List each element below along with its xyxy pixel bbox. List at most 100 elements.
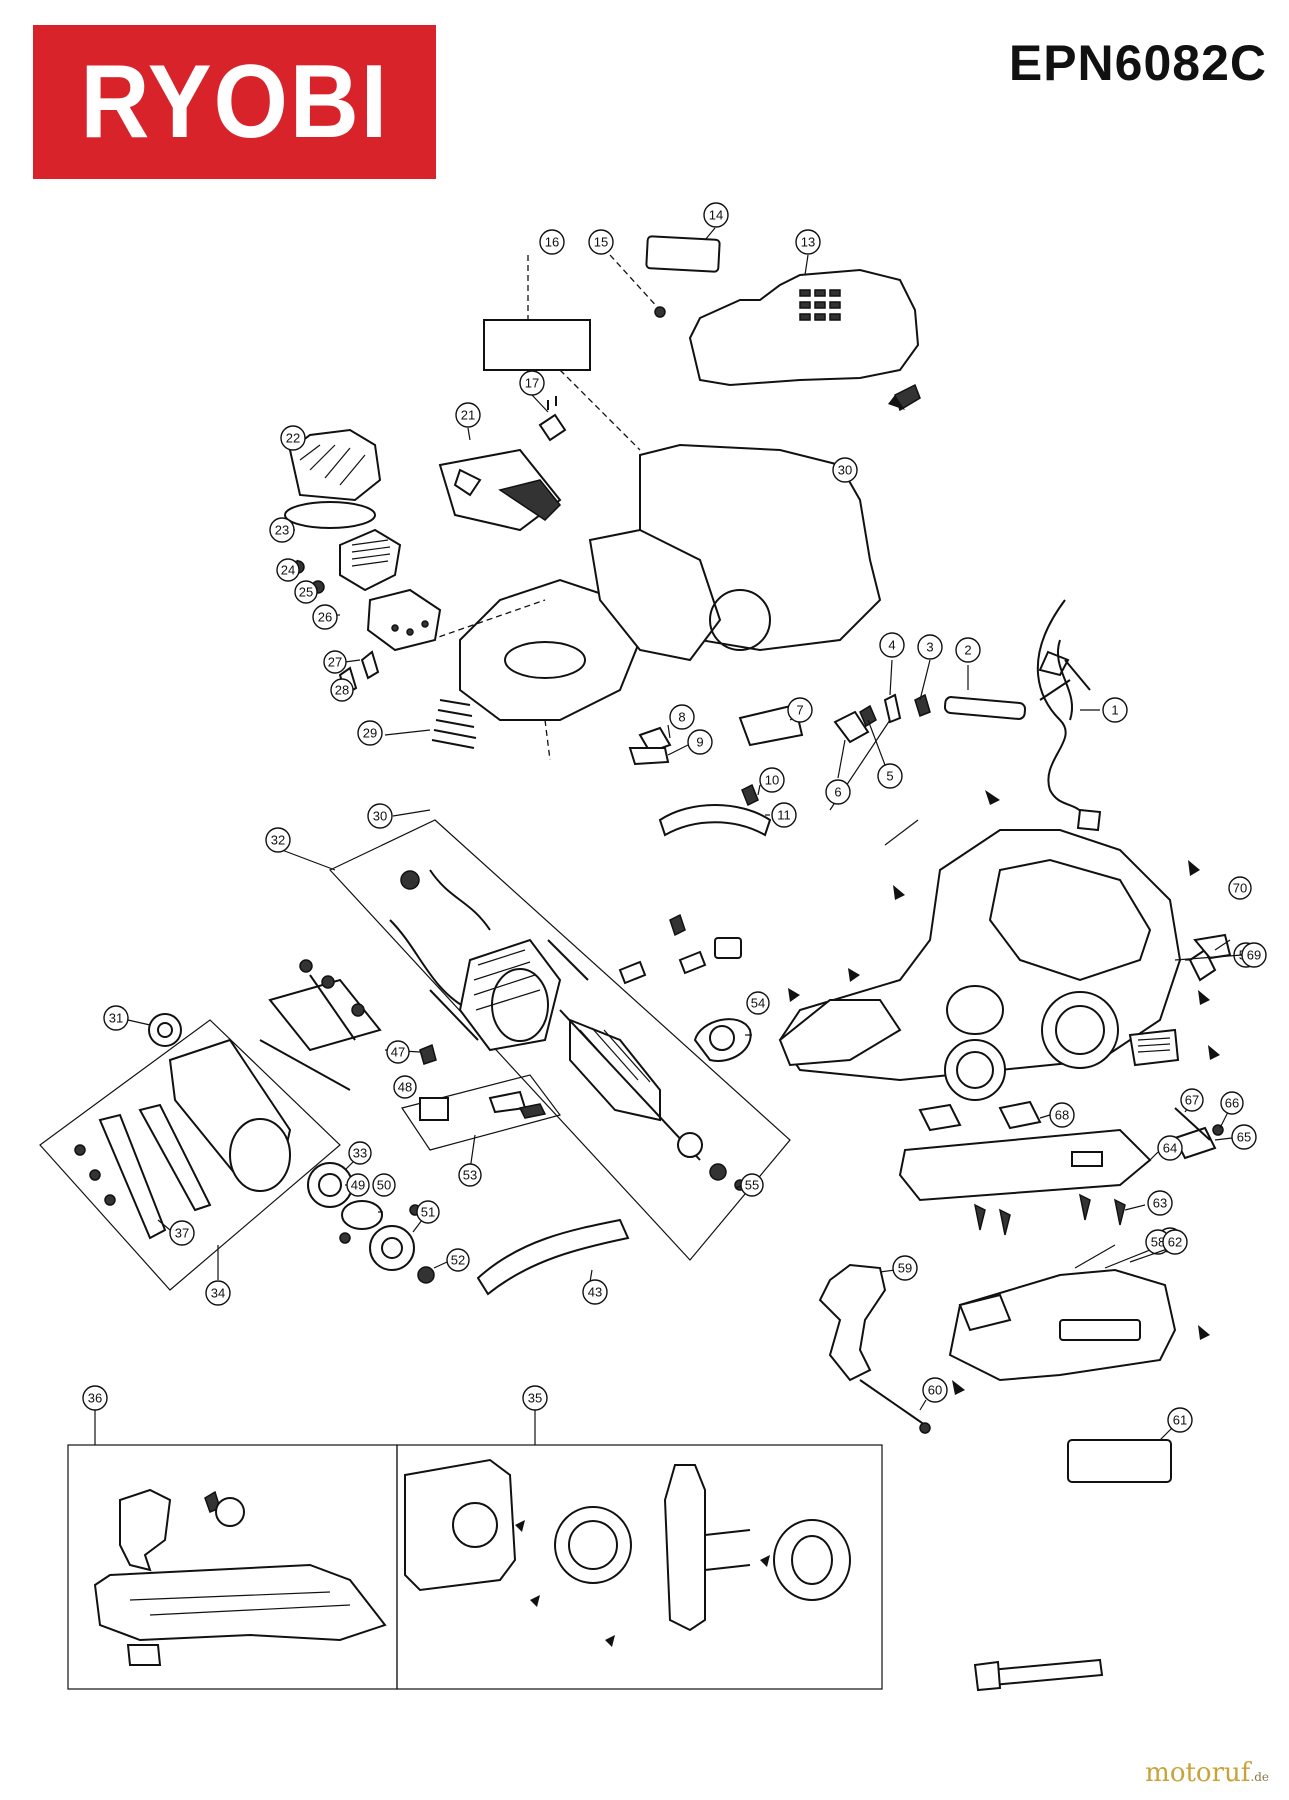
right-housing-group xyxy=(693,829,1232,1101)
callout-label: 49 xyxy=(351,1178,365,1193)
motor-group xyxy=(329,819,791,1261)
assembly-arrows xyxy=(515,395,1220,1647)
callout-label: 27 xyxy=(328,655,342,670)
fence-clamp xyxy=(119,1488,172,1572)
callout-3: 3 xyxy=(917,634,943,701)
callout-35: 35 xyxy=(522,1385,548,1411)
main-housing-group xyxy=(429,443,882,761)
callout-label: 63 xyxy=(1153,1196,1167,1211)
logo-text: RYOBI xyxy=(80,44,389,160)
callout-label: 69 xyxy=(1247,948,1261,963)
ring-23 xyxy=(284,501,376,529)
callout-label: 54 xyxy=(751,996,765,1011)
callout-48: 48 xyxy=(393,1075,417,1099)
accessory-boxes xyxy=(67,1408,1104,1692)
callout-9: 9 xyxy=(667,729,713,756)
bearing xyxy=(400,870,420,890)
callout-61: 61 xyxy=(1159,1407,1193,1441)
nut-2 xyxy=(1038,650,1070,677)
callout-label: 6 xyxy=(834,785,841,800)
callout-label: 35 xyxy=(528,1391,542,1406)
callout-4: 4 xyxy=(879,632,905,696)
callout-47: 47 xyxy=(384,1040,421,1064)
callout-label: 50 xyxy=(377,1178,391,1193)
callout-10: 10 xyxy=(757,767,785,796)
callout-51: 51 xyxy=(412,1200,440,1233)
callout-label: 34 xyxy=(211,1286,225,1301)
callout-label: 23 xyxy=(275,523,289,538)
callout-60: 60 xyxy=(919,1377,948,1411)
screw-27 xyxy=(360,650,380,680)
callout-label: 33 xyxy=(353,1146,367,1161)
callout-label: 16 xyxy=(545,235,559,250)
callout-label: 70 xyxy=(1233,881,1247,896)
callout-label: 55 xyxy=(745,1178,759,1193)
callout-label: 5 xyxy=(886,769,893,784)
label-14 xyxy=(645,235,721,273)
callout-label: 66 xyxy=(1225,1096,1239,1111)
base-26 xyxy=(366,588,442,652)
callout-22: 22 xyxy=(280,425,306,451)
cable-9 xyxy=(628,747,670,766)
top-cover-13 xyxy=(688,268,920,387)
callout-26: 26 xyxy=(312,604,340,630)
callout-17: 17 xyxy=(519,370,549,413)
callout-68: 68 xyxy=(1039,1102,1075,1128)
brush-group xyxy=(259,959,562,1151)
callout-label: 14 xyxy=(709,208,723,223)
bearing-31 xyxy=(148,1013,182,1047)
callout-6: 6 xyxy=(825,739,851,805)
callout-label: 65 xyxy=(1237,1130,1251,1145)
callout-52: 52 xyxy=(433,1248,470,1272)
fence-knob xyxy=(126,1644,162,1666)
callout-15: 15 xyxy=(588,229,614,255)
nut-52 xyxy=(417,1266,435,1284)
callout-label: 9 xyxy=(696,735,703,750)
knob-22 xyxy=(288,428,382,502)
small-parts-group xyxy=(628,599,1102,846)
switch-8 xyxy=(638,726,672,754)
wrench xyxy=(988,1658,1104,1687)
pulley-group xyxy=(307,1162,630,1296)
callout-58: 58 xyxy=(1104,1229,1171,1269)
callout-49: 49 xyxy=(345,1173,370,1197)
callout-11: 11 xyxy=(765,802,797,828)
callouts: 1 2 3 4 5 6 7 8 9 10 11 13 14 15 16 17 2… xyxy=(82,202,1267,1441)
callout-label: 29 xyxy=(363,726,377,741)
callout-69b: 69 xyxy=(1241,942,1267,968)
cord-guard-2 xyxy=(943,696,1027,720)
callout-66: 66 xyxy=(1219,1091,1244,1129)
pulley-51 xyxy=(369,1225,415,1271)
callout-label: 4 xyxy=(888,638,895,653)
callout-50: 50 xyxy=(372,1173,396,1213)
callout-label: 22 xyxy=(286,431,300,446)
callout-63: 63 xyxy=(1124,1190,1173,1216)
watermark-site: motoruf xyxy=(1145,1758,1251,1788)
top-cover-group xyxy=(483,235,921,451)
callout-label: 37 xyxy=(175,1226,189,1241)
stator xyxy=(458,938,562,1052)
callout-label: 64 xyxy=(1163,1141,1177,1156)
plug-17 xyxy=(538,396,567,442)
callout-64: 64 xyxy=(1149,1135,1183,1161)
callout-label: 32 xyxy=(271,833,285,848)
callout-54: 54 xyxy=(745,991,770,1036)
spring-10 xyxy=(741,783,759,807)
callout-label: 28 xyxy=(335,683,349,698)
callout-label: 30 xyxy=(373,809,387,824)
callout-label: 58 xyxy=(1151,1235,1165,1250)
callout-8: 8 xyxy=(667,704,695,739)
callout-13: 13 xyxy=(795,229,821,276)
callout-53: 53 xyxy=(458,1134,482,1187)
callout-label: 68 xyxy=(1055,1108,1069,1123)
washer-50 xyxy=(341,1200,383,1230)
callout-36: 36 xyxy=(82,1385,108,1411)
model-number: EPN6082C xyxy=(1008,35,1267,91)
callout-7: 7 xyxy=(787,697,813,723)
callout-55: 55 xyxy=(734,1173,764,1197)
switch-7 xyxy=(738,703,804,747)
callout-label: 2 xyxy=(964,643,971,658)
belt-43 xyxy=(476,1218,630,1296)
drum-group xyxy=(39,1013,341,1291)
